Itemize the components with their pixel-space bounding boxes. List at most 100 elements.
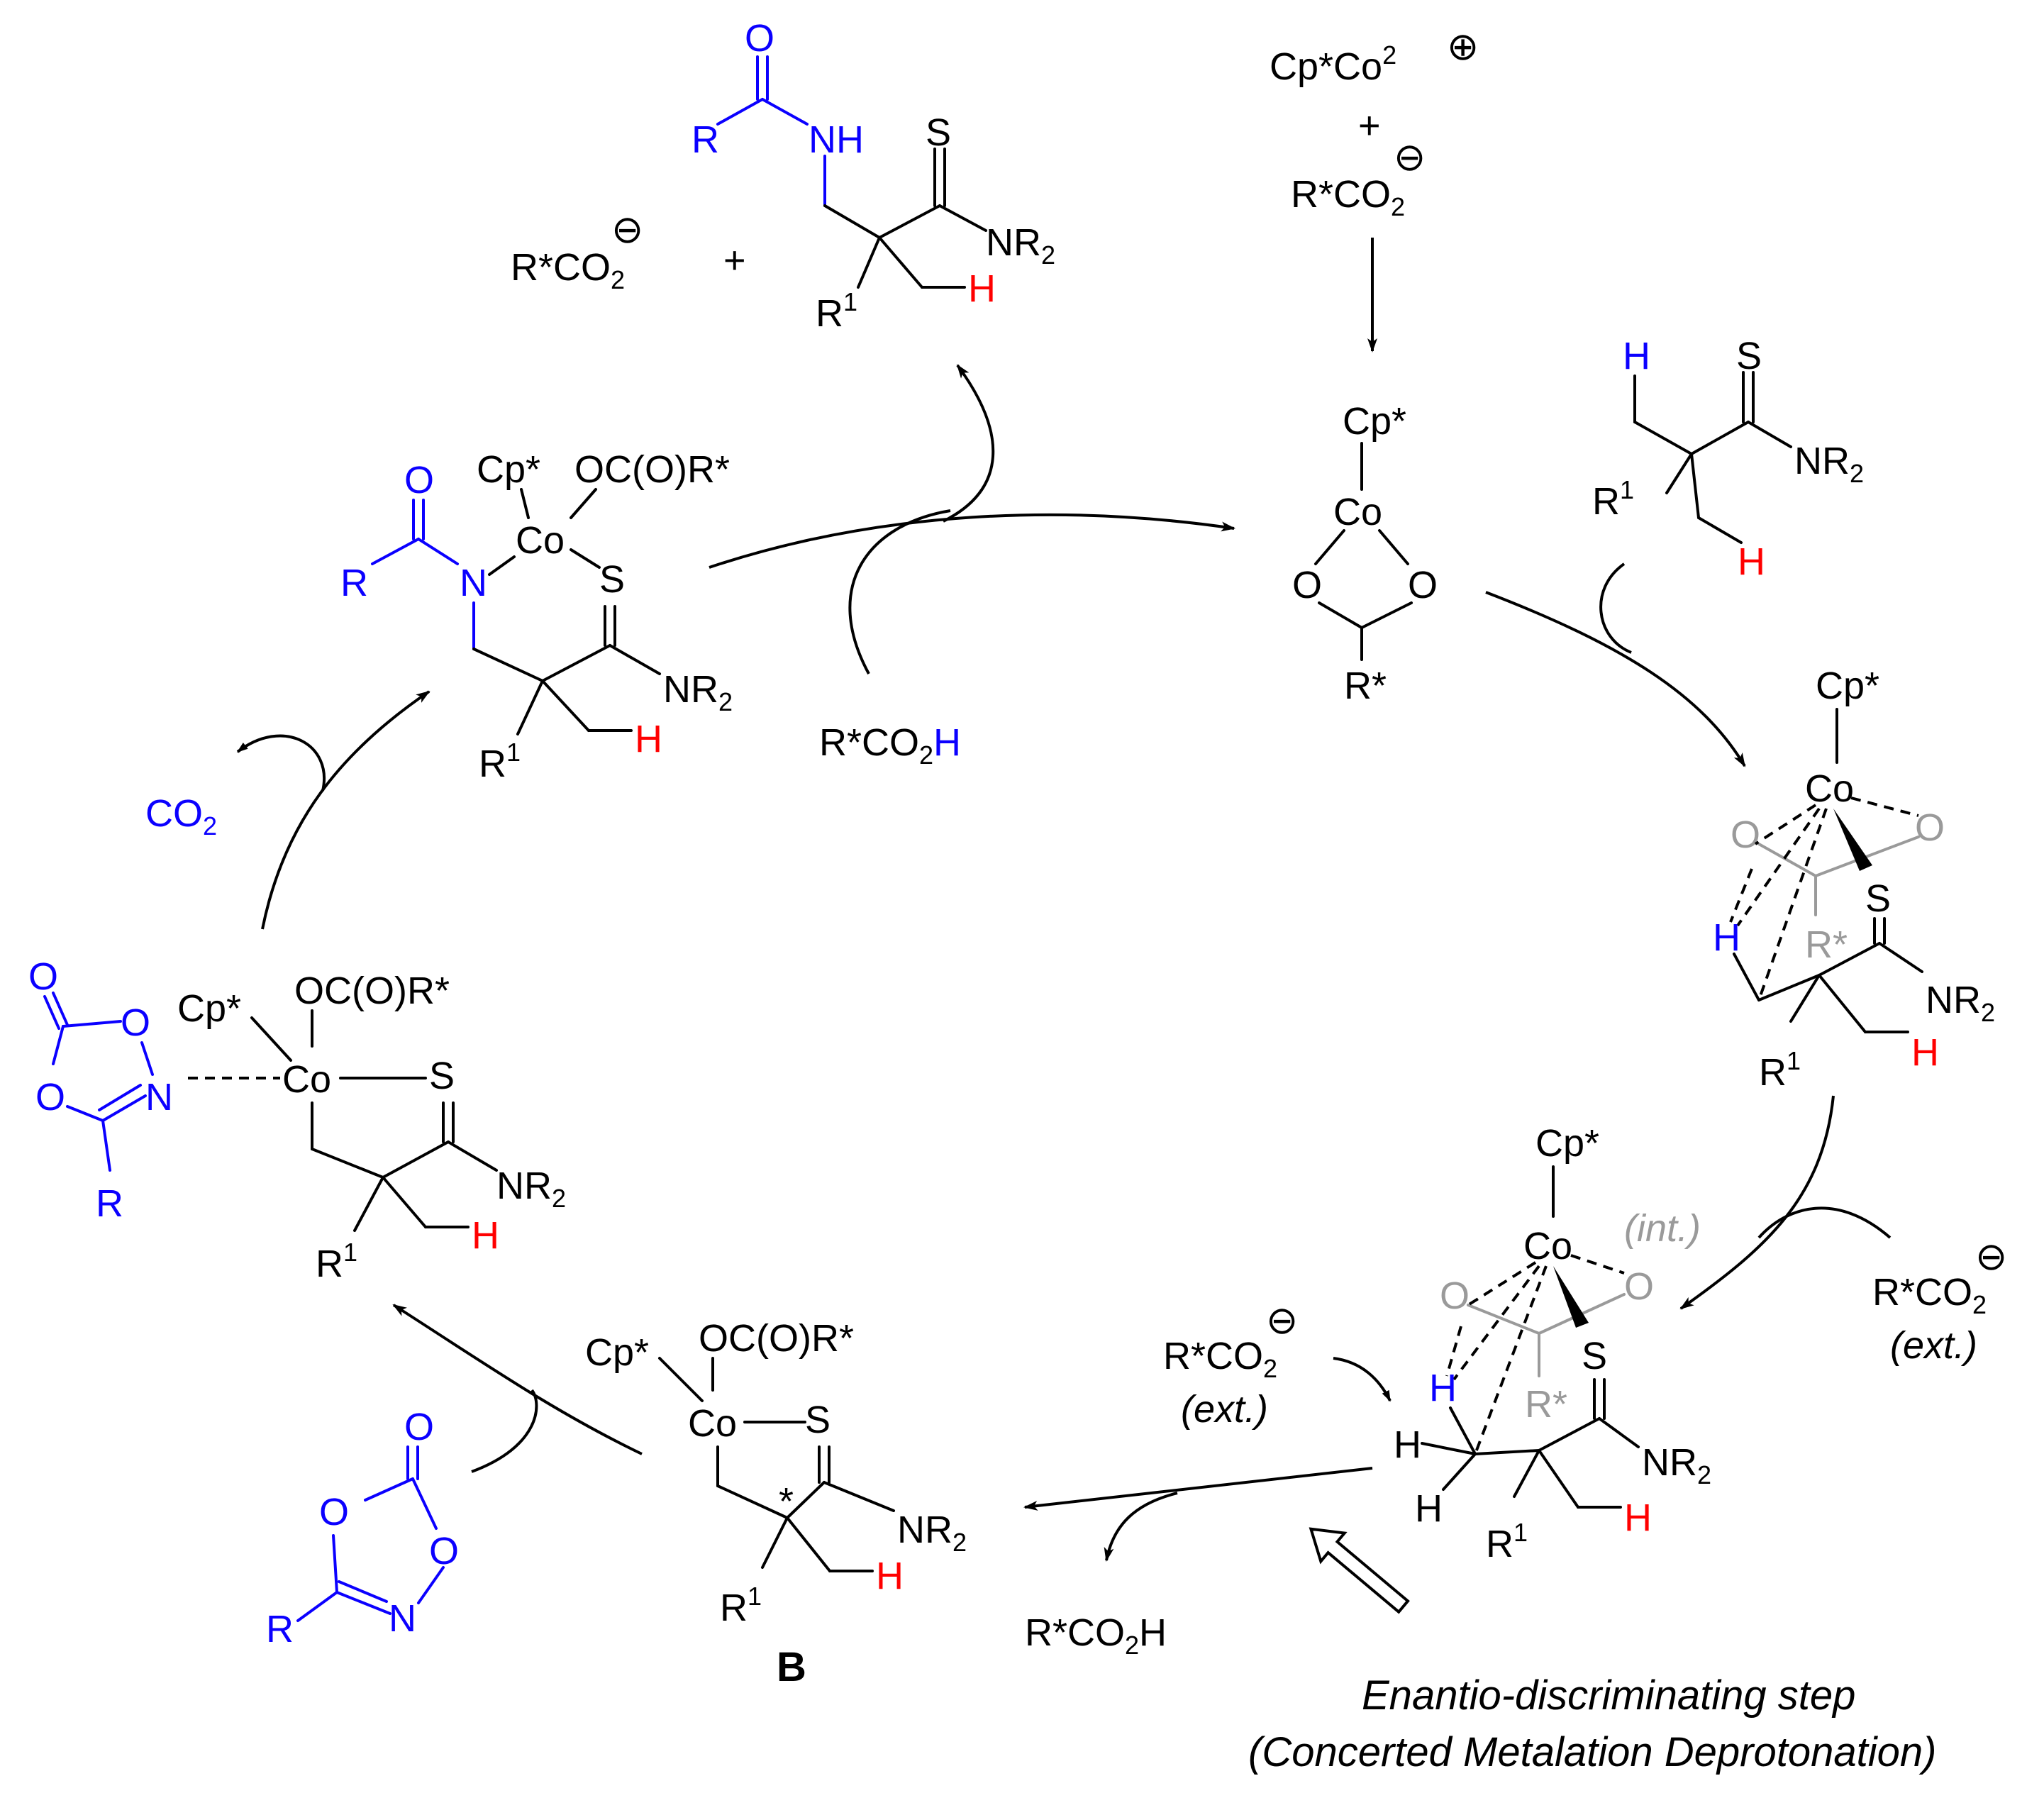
ext-carboxylate-arrow: [1757, 1206, 1892, 1239]
cp-amido: Cp*: [477, 448, 540, 491]
transition-state-2: Cp* Co (int.) O O R* S H H H NR2 H R1: [1394, 1122, 1711, 1565]
r-star-gray-ts2: R*: [1525, 1383, 1567, 1426]
o-coord-1: O: [121, 1001, 150, 1044]
n-coord: N: [145, 1076, 173, 1118]
rco2-ext-right: R*CO2: [1872, 1271, 1987, 1319]
carbonyl-o-coord: O: [28, 955, 58, 998]
carbonyl-o: O: [745, 17, 774, 60]
s-b: S: [805, 1399, 831, 1441]
stereo-star: *: [779, 1480, 794, 1523]
nr2-b: NR2: [897, 1509, 967, 1557]
h-blue: H: [1623, 335, 1650, 377]
o-gray-right: O: [1915, 806, 1945, 849]
rco2-minus-label: R*CO2: [1291, 173, 1405, 221]
minus-charge-3: ⊖: [1975, 1236, 2007, 1278]
nr2-coord: NR2: [496, 1165, 566, 1213]
carbonyl-o-diox: O: [404, 1406, 434, 1448]
r-star-label: R*: [1344, 665, 1387, 707]
h-red-2: H: [1738, 540, 1765, 583]
r-amido: R: [340, 562, 368, 604]
nr2-ts1: NR2: [1926, 979, 1995, 1027]
plus-charge: ⊕: [1447, 26, 1479, 68]
ext-label-right: (ext.): [1890, 1324, 1977, 1367]
r1-label-2: R1: [1592, 475, 1634, 523]
minus-charge: ⊖: [611, 209, 643, 251]
oc-o-r-coord: OC(O)R*: [294, 970, 450, 1012]
plus-sign: +: [723, 239, 746, 282]
thione-s-2: S: [1736, 335, 1762, 377]
h-left-2: H: [1415, 1487, 1443, 1530]
r-star-gray: R*: [1805, 923, 1848, 966]
ext-label-left: (ext.): [1181, 1388, 1268, 1431]
oc-o-r-b: OC(O)R*: [699, 1317, 854, 1360]
r1-amido: R1: [479, 738, 521, 785]
r-group: R: [691, 118, 719, 161]
r-diox: R: [266, 1608, 294, 1650]
rco2-minus-top-label: R*CO2: [511, 246, 625, 294]
h-blue-ts2: H: [1429, 1367, 1457, 1409]
cp-co-2plus-label: Cp*Co2: [1270, 40, 1396, 88]
o-left: O: [1292, 564, 1322, 606]
rco2h-label: R*CO2H: [819, 721, 961, 770]
minus-charge-4: ⊖: [1266, 1299, 1298, 1342]
minus-charge-2: ⊖: [1394, 136, 1426, 179]
o-ring-1: O: [319, 1491, 349, 1533]
co-amido: Co: [516, 519, 565, 562]
intermediate-b-label: B: [777, 1644, 806, 1690]
nr2-ts2: NR2: [1642, 1441, 1711, 1489]
r1-ts1: R1: [1759, 1046, 1801, 1094]
arrow-to-complex: [392, 1304, 643, 1455]
cp-label: Cp*: [1343, 400, 1406, 443]
h-red-coord: H: [472, 1214, 499, 1257]
cp-coord: Cp*: [177, 987, 241, 1030]
oc-o-r-amido: OC(O)R*: [574, 448, 730, 491]
plus-sign-2: +: [1358, 104, 1381, 147]
cp-ts2: Cp*: [1535, 1122, 1599, 1165]
arrow-to-b: [1023, 1467, 1373, 1511]
o-gray-left: O: [1731, 814, 1760, 856]
caption-line-1: Enantio-discriminating step: [1362, 1672, 1855, 1719]
h-red-ts1: H: [1911, 1031, 1939, 1074]
transition-state-1: Cp* Co O O R* S H NR2 H R1: [1713, 665, 1995, 1094]
nr2-amido: NR2: [663, 668, 733, 716]
product-release-arrow: [943, 364, 995, 523]
arrow-to-ts1: [1485, 591, 1746, 767]
cp-b: Cp*: [585, 1331, 649, 1374]
co-coord: Co: [282, 1058, 331, 1101]
r-coord: R: [96, 1182, 123, 1225]
n-ring: N: [389, 1597, 416, 1640]
s-amido: S: [599, 558, 625, 601]
o-gray-left-ts2: O: [1440, 1275, 1470, 1317]
r1-coord: R1: [316, 1238, 357, 1285]
arrow-to-ts2: [1679, 1095, 1835, 1310]
hydrogen-red: H: [968, 267, 996, 310]
s-coord: S: [429, 1055, 455, 1097]
dioxazolone-entry-arrow: [471, 1389, 538, 1473]
co-label: Co: [1333, 491, 1382, 533]
thioamide-substrate: H S NR2 H R1: [1592, 335, 1864, 583]
h-left-1: H: [1394, 1423, 1421, 1466]
int-label: (int.): [1624, 1207, 1701, 1250]
dioxazolone-reagent: O O O N R: [266, 1406, 459, 1650]
arrow-to-catalyst: [709, 513, 1235, 569]
carbonyl-o-amido: O: [404, 459, 434, 501]
nr2-label-2: NR2: [1794, 440, 1864, 488]
co2-release-arrow: [236, 734, 326, 792]
o-coord-2: O: [35, 1076, 65, 1118]
o-ring-2: O: [429, 1530, 459, 1572]
intermediate-b: Cp* OC(O)R* Co S NR2 * H R1 B: [585, 1317, 967, 1690]
h-red-amido: H: [635, 718, 662, 760]
rco2h-entry-arrow: [848, 509, 951, 675]
substrate-entry-arrow: [1599, 562, 1632, 654]
dioxazolone-coordinated-complex: O O O N R Cp* OC(O)R* Co S NR2 H R1: [28, 955, 566, 1285]
cobalt-carboxylate-catalyst: Cp* Co O O R*: [1292, 400, 1438, 707]
co2-label: CO2: [145, 792, 217, 840]
product-release-group: R*CO2 ⊖ + O R NH S NR2 H R1: [511, 17, 1055, 335]
rco2h-release-arrow: [1104, 1492, 1178, 1562]
rco2h-bottom: R*CO2H: [1025, 1611, 1167, 1660]
n-amido: N: [460, 562, 487, 604]
s-ts1: S: [1865, 877, 1891, 920]
h-red-b: H: [876, 1555, 904, 1597]
s-ts2: S: [1582, 1335, 1607, 1377]
